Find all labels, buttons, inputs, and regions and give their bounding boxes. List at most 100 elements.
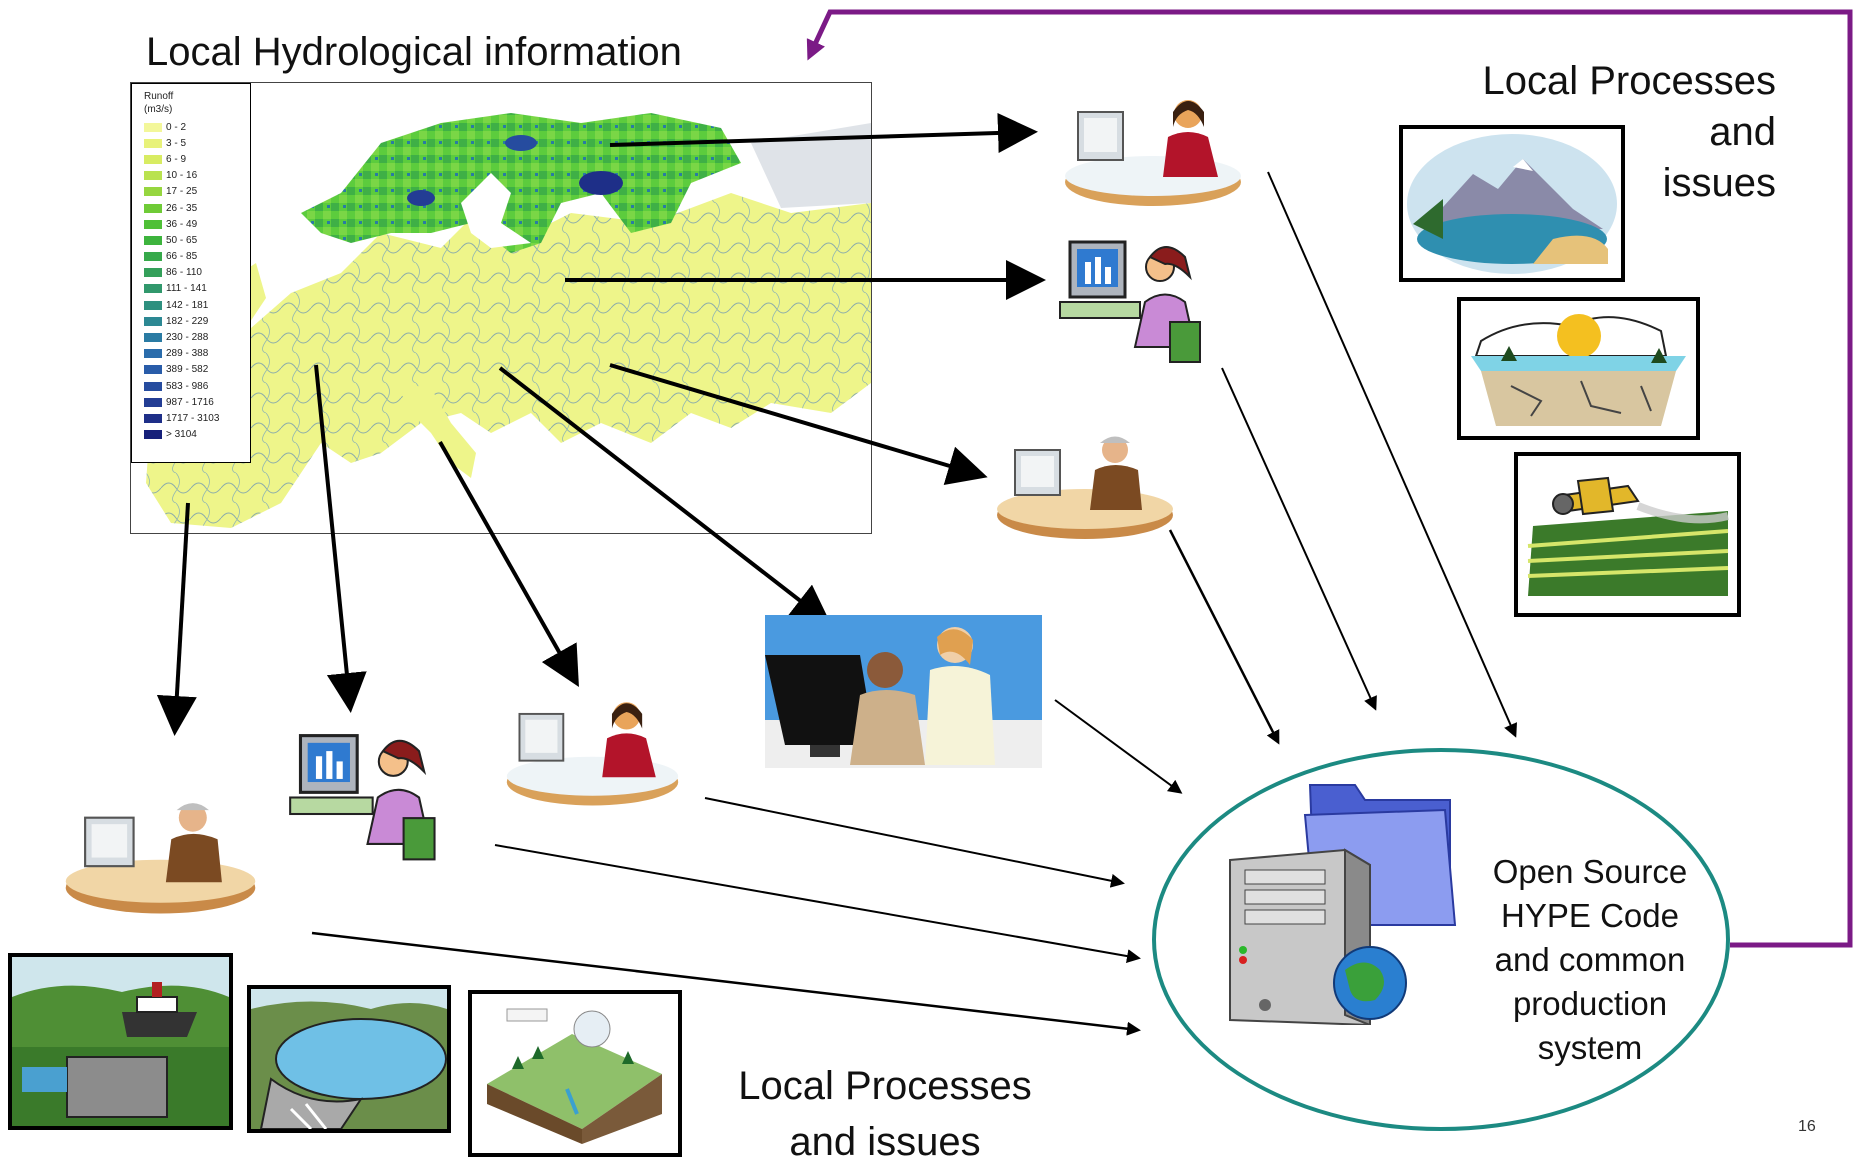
- legend-item: 111 - 141: [144, 281, 250, 297]
- legend-item: 142 - 181: [144, 297, 250, 313]
- legend-label: 389 - 582: [166, 364, 209, 376]
- legend-item: 3 - 5: [144, 135, 250, 151]
- legend-item: 6 - 9: [144, 151, 250, 167]
- legend-label: 26 - 35: [166, 202, 198, 214]
- legend-label: 583 - 986: [166, 380, 209, 392]
- bottom-label-line-1: Local Processes: [738, 1064, 1032, 1108]
- legend-swatch: [144, 316, 162, 326]
- process-image-reservoir: [247, 985, 451, 1133]
- legend-swatch: [144, 235, 162, 245]
- legend-swatch: [144, 397, 162, 407]
- process-image-cropduster: [1514, 452, 1741, 617]
- ship-lock-icon: [12, 957, 229, 1126]
- hub-label: Open Source HYPE Code and common product…: [1470, 850, 1710, 1070]
- hub-server-illustration: [1205, 765, 1465, 1027]
- legend-item: 0 - 2: [144, 119, 250, 135]
- runoff-map: Runoff (m3/s) 0 - 2 3 - 5 6 - 9 10 - 16 17 -…: [130, 82, 872, 534]
- drought-landscape-icon: [1461, 301, 1696, 436]
- legend-swatch: [144, 252, 162, 262]
- mountain-lake-icon: [1407, 134, 1617, 274]
- user-figure-1: [1058, 82, 1248, 212]
- arrow-map-to-user-7: [156, 502, 197, 736]
- legend-label: 66 - 85: [166, 251, 198, 263]
- legend-swatch: [144, 122, 162, 132]
- legend-item: 583 - 986: [144, 378, 250, 394]
- legend-label: 17 - 25: [166, 186, 198, 198]
- legend-swatch: [144, 349, 162, 359]
- process-image-watershed: [468, 990, 682, 1157]
- legend-label: 142 - 181: [166, 299, 209, 311]
- legend-swatch: [144, 430, 162, 440]
- legend-title-line-2: (m3/s): [144, 104, 173, 115]
- legend-label: 6 - 9: [166, 153, 187, 165]
- hub-line-2: HYPE Code: [1501, 897, 1679, 934]
- runoff-legend: Runoff (m3/s) 0 - 2 3 - 5 6 - 9 10 - 16 17 -…: [131, 83, 251, 463]
- legend-swatch: [144, 171, 162, 181]
- user-figure-4: [765, 615, 1042, 768]
- bottom-processes-label: Local Processes and issues: [700, 1058, 1070, 1170]
- legend-label: 0 - 2: [166, 121, 187, 133]
- hub-line-3: and common: [1494, 941, 1686, 978]
- legend-swatch: [144, 300, 162, 310]
- user-figure-3: [990, 415, 1180, 545]
- legend-item: 230 - 288: [144, 329, 250, 345]
- person-with-chart-icon: [1059, 240, 1201, 363]
- legend-label: 987 - 1716: [166, 396, 214, 408]
- legend-label: 36 - 49: [166, 218, 198, 230]
- hub-line-4: production: [1512, 985, 1668, 1022]
- legend-item: 36 - 49: [144, 216, 250, 232]
- legend-swatch: [144, 413, 162, 423]
- legend-item: 17 - 25: [144, 184, 250, 200]
- legend-swatch: [144, 203, 162, 213]
- user-figure-2: [1055, 232, 1215, 372]
- page-number: 16: [1798, 1118, 1816, 1135]
- legend-swatch: [144, 138, 162, 148]
- user-figure-6: [285, 725, 450, 870]
- older-person-at-desk-icon: [997, 436, 1173, 539]
- user-figure-7: [58, 780, 263, 920]
- legend-label: 289 - 388: [166, 348, 209, 360]
- legend-label: 182 - 229: [166, 315, 209, 327]
- legend-swatch: [144, 381, 162, 391]
- crop-duster-plane-icon: [1518, 456, 1737, 613]
- arrow-user-to-hub-4: [1054, 699, 1183, 794]
- legend-label: 230 - 288: [166, 332, 209, 344]
- server-tower-icon: [1229, 784, 1457, 1027]
- legend-item: 66 - 85: [144, 249, 250, 265]
- right-label-line-1: Local Processes: [1482, 59, 1776, 103]
- older-person-at-desk-icon-2: [65, 803, 256, 914]
- process-image-drought: [1457, 297, 1700, 440]
- legend-item: 389 - 582: [144, 362, 250, 378]
- legend-label: 10 - 16: [166, 170, 198, 182]
- legend-item: 182 - 229: [144, 313, 250, 329]
- arrow-user-to-hub-3: [1168, 529, 1280, 745]
- hub-line-5: system: [1537, 1029, 1643, 1066]
- legend-swatch: [144, 154, 162, 164]
- user-figure-5: [500, 683, 685, 813]
- person-at-desk-icon-2: [506, 702, 679, 806]
- legend-item: 10 - 16: [144, 168, 250, 184]
- person-with-chart-icon-2: [289, 734, 436, 861]
- legend-label: 86 - 110: [166, 267, 202, 279]
- legend-item: 987 - 1716: [144, 394, 250, 410]
- legend-label: 111 - 141: [166, 283, 207, 295]
- dam-reservoir-icon: [251, 989, 447, 1129]
- legend-label: 3 - 5: [166, 137, 187, 149]
- legend-swatch: [144, 268, 162, 278]
- legend-swatch: [144, 333, 162, 343]
- legend-item: 86 - 110: [144, 265, 250, 281]
- process-image-mountain-lake: [1399, 125, 1625, 282]
- person-at-desk-icon: [1065, 100, 1241, 206]
- legend-swatch: [144, 219, 162, 229]
- legend-item: 289 - 388: [144, 346, 250, 362]
- arrow-user-to-hub-6: [494, 844, 1141, 963]
- two-people-at-computer-icon: [765, 615, 1042, 768]
- legend-title-line-1: Runoff: [144, 91, 174, 102]
- process-image-lock-ship: [8, 953, 233, 1130]
- legend-item: 50 - 65: [144, 232, 250, 248]
- legend-label: 50 - 65: [166, 234, 198, 246]
- map-title: Local Hydrological information: [146, 30, 682, 74]
- legend-swatch: [144, 187, 162, 197]
- arrow-user-to-hub-5: [704, 797, 1125, 888]
- arrow-user-to-hub-2: [1221, 367, 1377, 711]
